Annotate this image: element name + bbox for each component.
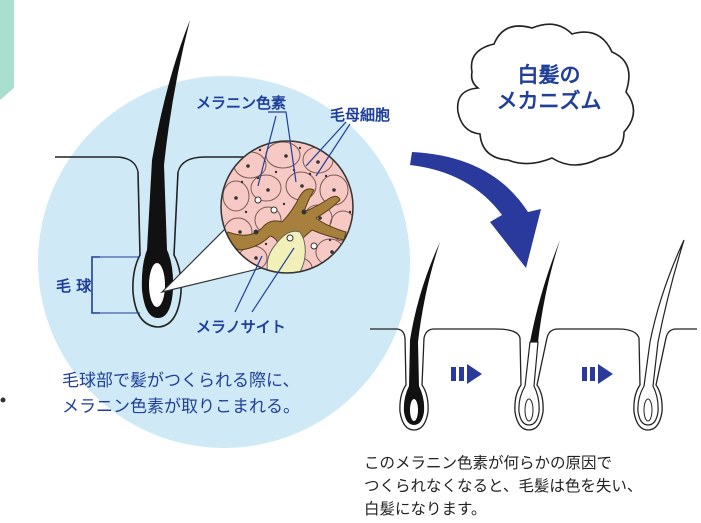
stage1-skin [423,328,521,339]
hair-bulb-label: 毛 球 [56,277,92,295]
dermal-papilla [149,263,165,307]
bottom-line1: このメラニン色素が何らかの原因で [364,454,613,472]
hair-bulb-bracket [91,256,100,314]
pointer-melanin [257,115,277,187]
stage1-skin [370,328,406,339]
stage3-hair [637,239,685,426]
caption-line2: メラニン色素が取りこまれる。 [62,397,300,417]
skin-surface-line [55,156,139,173]
thought-cloud [456,23,635,166]
hair-shaft [141,20,190,318]
stage3-follicle [633,337,667,431]
pointer-melanin [268,111,297,183]
stage2-follicle [514,337,548,431]
stage3-skin [665,328,697,339]
pointer-matrix [315,123,351,177]
bottom-description: このメラニン色素が何らかの原因で つくられなくなると、毛髪は色を失い、 白髪にな… [364,452,642,521]
stage2-hair-white [518,341,540,426]
next-arrow-icon [582,364,613,384]
left-edge-dot [0,397,6,403]
pointer-melanocyte [251,247,295,313]
bottom-line3: 白髪になります。 [364,500,487,518]
curved-arrow-icon [410,152,541,268]
pointer-matrix [305,121,347,167]
stage2-hair-dark [530,240,560,342]
stage2-papilla [524,398,534,422]
hair-bulb-bracket-tick [100,256,140,314]
magnified-circle [220,140,354,274]
cloud-title-line2: メカニズム [496,89,602,113]
stage1-papilla [410,399,418,421]
next-arrow-icon [451,364,482,384]
stage1-hair [403,242,440,425]
stage3-papilla [643,398,653,422]
teal-strip [0,0,14,100]
pointer-melanocyte [234,255,263,313]
caption-line1: 毛球部で髪がつくられる際に、 [62,371,300,391]
stage1-follicle [399,337,429,431]
melanocyte-cell [223,188,347,251]
melanocyte-label: メラノサイト [196,318,286,336]
hair-matrix-cell-label: 毛母細胞 [330,106,391,124]
cloud-title-line1: 白髪の [517,63,581,87]
stage2-skin [546,328,640,339]
bottom-line2: つくられなくなると、毛髪は色を失い、 [364,477,643,495]
melanin-pigment-label: メラニン色素 [196,94,287,112]
skin-surface-line [177,156,262,173]
